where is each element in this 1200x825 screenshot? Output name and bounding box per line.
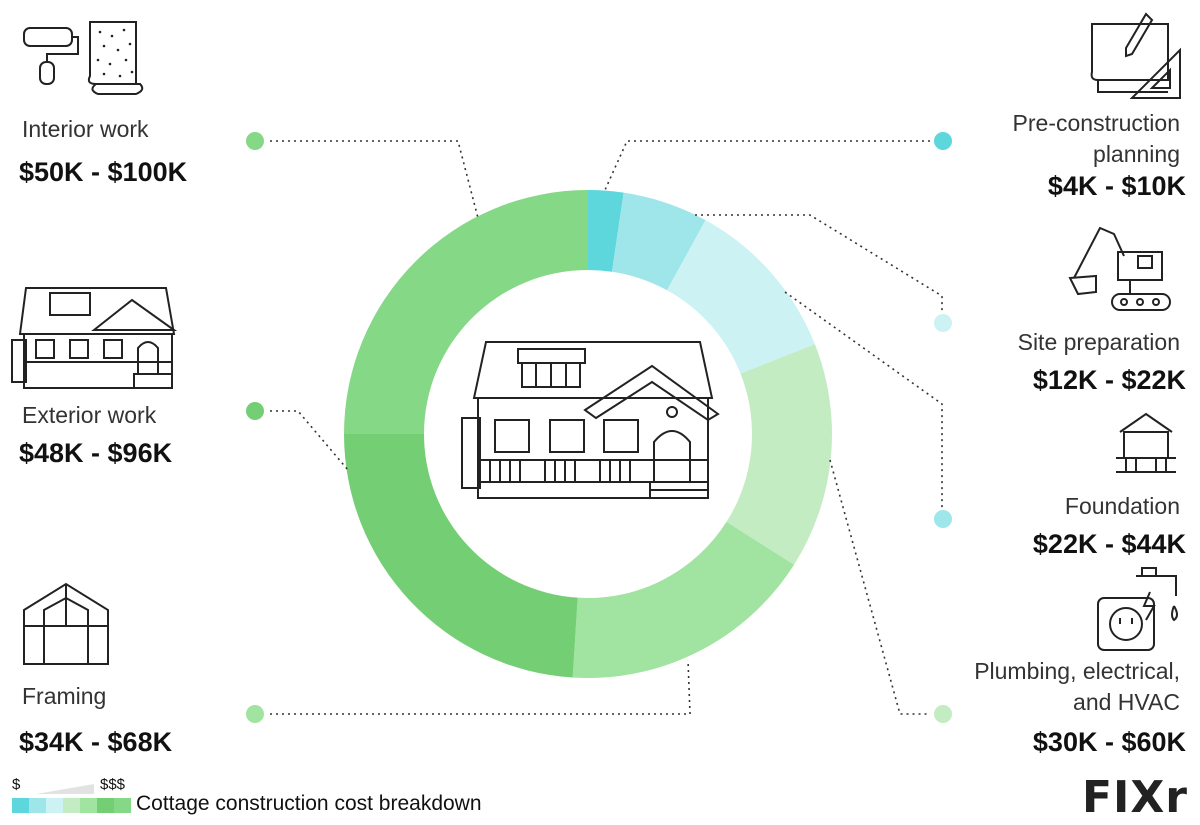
donut-slice-3 — [667, 220, 815, 374]
chart-title: Cottage construction cost breakdown — [136, 792, 482, 815]
cost-interior: $50K - $100K — [19, 157, 188, 187]
cost-planning: $4K - $10K — [1047, 171, 1186, 201]
legend-swatch-2 — [29, 798, 46, 813]
label-planning-2: planning — [1093, 141, 1180, 167]
dot-foundation — [934, 510, 952, 528]
label-foundation: Foundation — [1064, 493, 1180, 519]
leader-exterior — [270, 410, 349, 471]
wallpaper-icon — [87, 21, 144, 95]
legend-swatch-7 — [114, 798, 131, 813]
leader-foundation — [784, 291, 943, 508]
dot-plumbing — [934, 705, 952, 723]
leader-framing — [270, 659, 691, 715]
framing-icon — [23, 582, 109, 665]
house-icon — [11, 287, 178, 389]
donut-slice-2 — [611, 192, 706, 291]
dot-exterior — [246, 402, 264, 420]
legend-swatch-6 — [97, 798, 114, 813]
label-exterior: Exterior work — [22, 402, 157, 428]
legend-swatch-3 — [46, 798, 63, 813]
legend-high: $$$ — [100, 776, 126, 793]
excavator-icon — [1068, 226, 1171, 311]
dot-planning — [934, 132, 952, 150]
donut-slice-4 — [726, 344, 833, 565]
legend-swatch-4 — [63, 798, 80, 813]
paint-roller-icon — [23, 27, 79, 85]
cost-plumbing: $30K - $60K — [1032, 727, 1186, 757]
label-site: Site preparation — [1017, 329, 1180, 355]
legend-swatch-1 — [12, 798, 29, 813]
donut-slice-1 — [588, 190, 624, 272]
cost-site: $12K - $22K — [1032, 365, 1186, 395]
leader-plumbing — [829, 459, 930, 715]
foundation-icon — [1116, 412, 1176, 473]
label-planning-1: Pre-construction — [1012, 110, 1180, 136]
fixr-logo: FIXr — [1081, 772, 1188, 823]
leader-site — [695, 214, 943, 312]
blueprint-icon — [1090, 12, 1181, 99]
label-interior: Interior work — [22, 116, 149, 142]
legend-low: $ — [12, 776, 21, 793]
cost-framing: $34K - $68K — [19, 727, 173, 757]
dot-interior — [246, 132, 264, 150]
label-plumbing-2: and HVAC — [1073, 689, 1180, 715]
house-icon — [461, 341, 720, 499]
label-framing: Framing — [22, 683, 107, 709]
donut-slice-6 — [344, 434, 578, 678]
cost-exterior: $48K - $96K — [19, 438, 173, 468]
dot-site — [934, 314, 952, 332]
cost-foundation: $22K - $44K — [1032, 529, 1186, 559]
dot-framing — [246, 705, 264, 723]
label-plumbing-1: Plumbing, electrical, — [974, 658, 1180, 684]
legend-wedge — [36, 784, 94, 794]
outlet-faucet-icon — [1097, 567, 1178, 651]
donut-slice-7 — [344, 190, 588, 434]
leader-interior — [270, 140, 479, 219]
legend-swatch-5 — [80, 798, 97, 813]
donut-slice-5 — [572, 521, 795, 678]
